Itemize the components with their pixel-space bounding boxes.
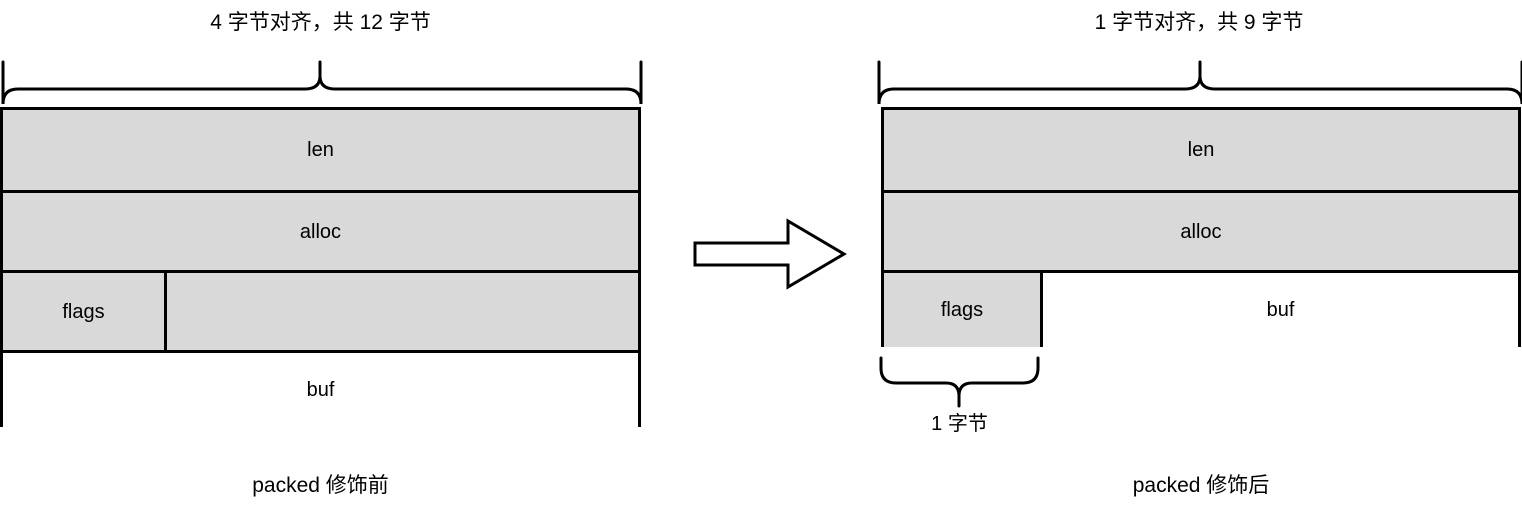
right-row-alloc: alloc bbox=[884, 190, 1518, 270]
right-diagram-title: 1 字节对齐，共 9 字节 bbox=[1094, 11, 1304, 34]
right-cell-len: len bbox=[884, 110, 1518, 190]
right-diagram-caption: packed 修饰后 bbox=[1132, 474, 1270, 497]
right-flags-byte-label: 1 字节 bbox=[931, 413, 988, 435]
left-row-alloc: alloc bbox=[3, 190, 638, 270]
left-row-buf: buf bbox=[3, 350, 638, 427]
right-flags-bottom-brace-icon bbox=[878, 356, 1046, 408]
left-row-flags-padding: flags bbox=[3, 270, 638, 350]
left-cell-flags: flags bbox=[3, 273, 164, 350]
right-arrow-icon bbox=[692, 216, 847, 292]
right-cell-alloc: alloc bbox=[884, 193, 1518, 270]
left-row-len: len bbox=[3, 110, 638, 190]
right-row-flags-buf: flags buf bbox=[884, 270, 1518, 347]
left-diagram-title: 4 字节对齐，共 12 字节 bbox=[210, 11, 431, 34]
right-cell-flags: flags bbox=[884, 273, 1040, 347]
left-cell-buf: buf bbox=[3, 353, 638, 427]
right-struct-box: len alloc flags buf bbox=[881, 107, 1521, 347]
left-top-brace-icon bbox=[0, 60, 645, 105]
left-cell-len: len bbox=[3, 110, 638, 190]
left-cell-padding bbox=[164, 273, 638, 350]
right-row-len: len bbox=[884, 110, 1518, 190]
left-diagram-caption: packed 修饰前 bbox=[252, 474, 389, 497]
left-struct-box: len alloc flags buf bbox=[0, 107, 641, 427]
right-top-brace-icon bbox=[876, 60, 1522, 105]
left-cell-alloc: alloc bbox=[3, 193, 638, 270]
right-cell-buf: buf bbox=[1040, 273, 1518, 347]
